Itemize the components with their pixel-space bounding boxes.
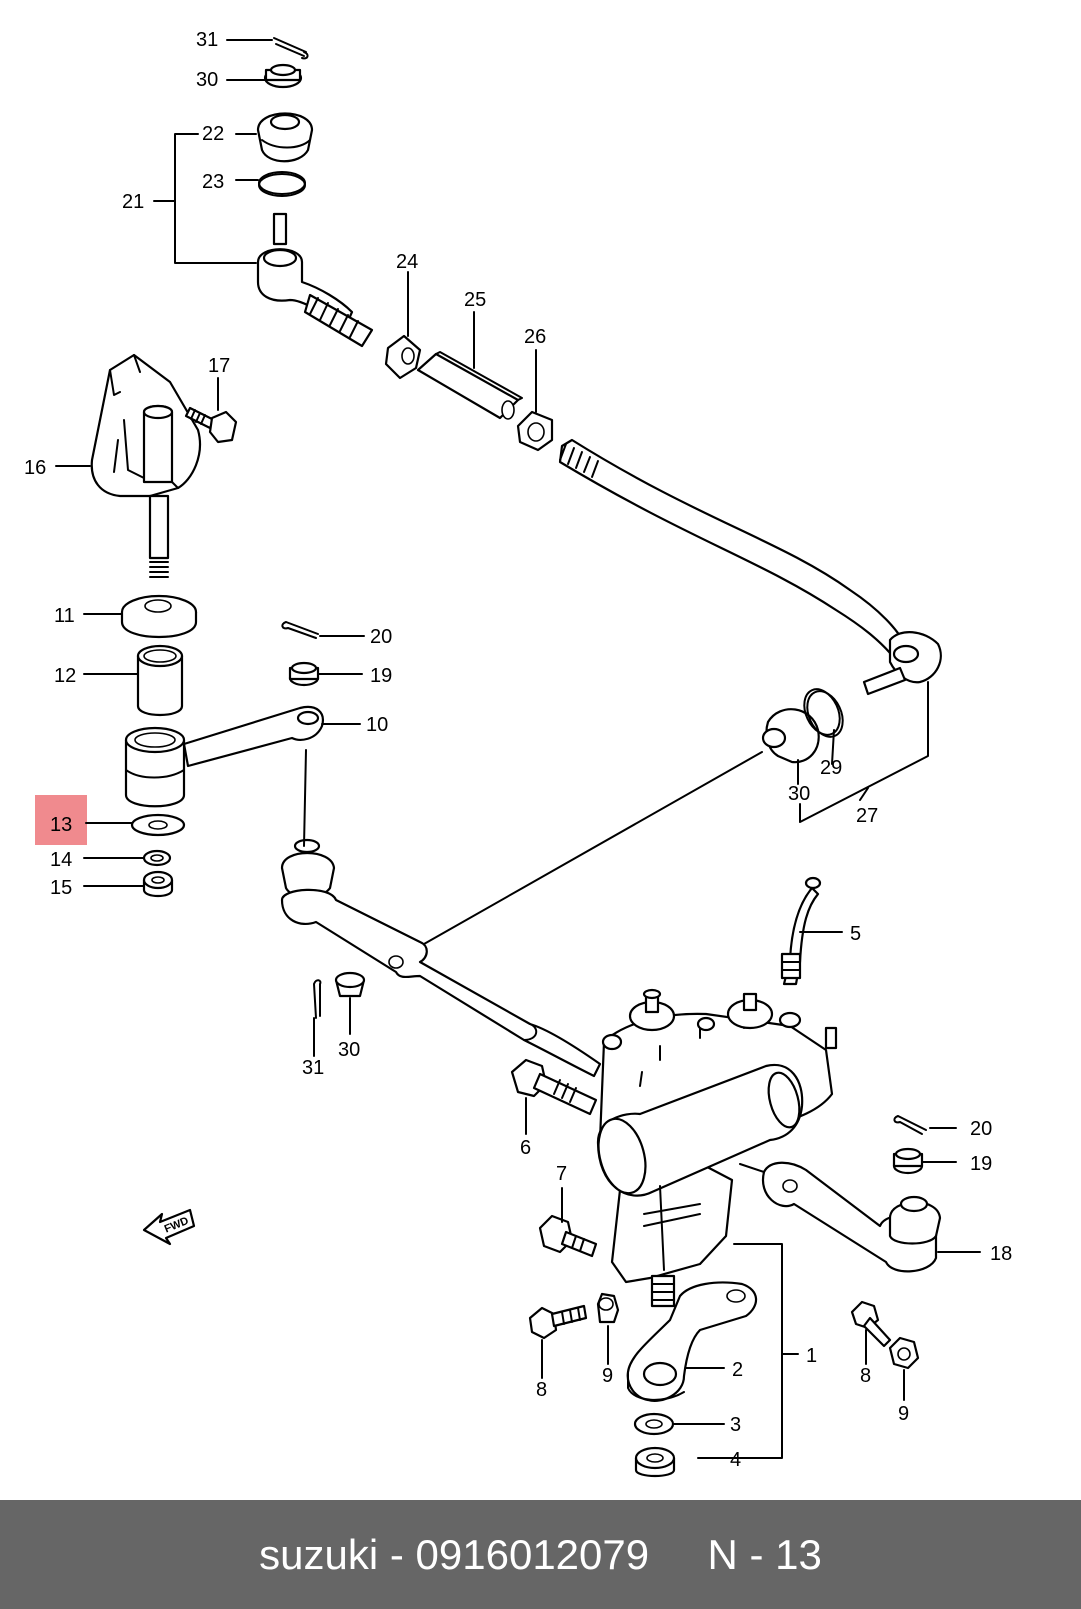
label-30-top: 30: [196, 69, 218, 91]
label-19-upper: 19: [370, 665, 392, 687]
cotter-pin-20-lower-icon: [893, 1115, 927, 1135]
bolt-8-right-icon: [850, 1300, 892, 1348]
label-17: 17: [208, 355, 230, 377]
label-2: 2: [732, 1359, 743, 1381]
label-30-lower: 30: [338, 1039, 360, 1061]
caption-part-number: 0916012079: [415, 1530, 650, 1578]
bolt-8-center-icon: [528, 1304, 588, 1340]
highlight-box-13: [35, 795, 87, 845]
castle-nut-19-lower-icon: [892, 1147, 924, 1175]
label-18: 18: [990, 1243, 1012, 1265]
ref-line-10-center: [303, 749, 307, 847]
label-20-upper: 20: [370, 626, 392, 648]
caption-gap: [649, 1531, 707, 1579]
bolt-7-icon: [538, 1214, 598, 1258]
label-13: 13: [50, 814, 72, 836]
tie-rod-end-18-icon: [739, 1161, 942, 1273]
label-26: 26: [524, 326, 546, 348]
label-14: 14: [50, 849, 72, 871]
dust-boot-right-icon: [761, 708, 820, 764]
nut-9-right-icon: [888, 1336, 920, 1370]
bolt-6-icon: [510, 1058, 598, 1116]
retainer-ring-29-icon: [803, 688, 844, 738]
label-7: 7: [556, 1163, 567, 1185]
ref-line-30-right: [423, 751, 763, 945]
label-25: 25: [464, 289, 486, 311]
bushing-11-icon: [120, 594, 198, 638]
parts-diagram: FWD: [24, 29, 1012, 1478]
label-20-lower: 20: [970, 1118, 992, 1140]
nut-9-center-icon: [596, 1292, 620, 1324]
tie-rod-27-icon: [558, 438, 942, 696]
label-31-top: 31: [196, 29, 218, 51]
bracket-27: [799, 681, 929, 823]
label-31-lower: 31: [302, 1057, 324, 1079]
caption-separator: -: [378, 1530, 416, 1578]
label-6: 6: [520, 1137, 531, 1159]
leader-lines: [55, 39, 981, 1425]
fwd-arrow-icon: FWD: [142, 1208, 196, 1246]
label-22: 22: [202, 123, 224, 145]
label-29: 29: [820, 757, 842, 779]
label-11: 11: [54, 605, 75, 627]
label-30-right: 30: [788, 783, 810, 805]
cotter-pin-31-lower-icon: [313, 979, 322, 1019]
castle-nut-19-upper-icon: [288, 661, 320, 687]
label-16: 16: [24, 457, 46, 479]
label-9-center: 9: [602, 1365, 613, 1387]
label-1: 1: [806, 1345, 817, 1367]
dust-boot-top-icon: [256, 112, 314, 163]
caption-bar: suzuki - 0916012079 N - 13: [0, 1500, 1081, 1609]
nut-4-icon: [634, 1446, 676, 1478]
idler-arm-10-icon: [124, 705, 324, 808]
washer-3-icon: [633, 1412, 675, 1436]
label-9-right: 9: [898, 1403, 909, 1425]
steering-gear-box-icon: [596, 988, 838, 1308]
label-8-right: 8: [860, 1365, 871, 1387]
cotter-pin-top-icon: [273, 37, 309, 60]
pressure-hose-5-icon: [780, 876, 822, 986]
lock-nut-26-icon: [516, 410, 554, 452]
caption-brand: suzuki: [259, 1530, 379, 1578]
center-link-icon: [280, 838, 602, 1078]
spring-washer-14-icon: [142, 849, 172, 867]
label-19-lower: 19: [970, 1153, 992, 1175]
castle-nut-top-icon: [263, 63, 303, 89]
label-21: 21: [122, 191, 144, 213]
cotter-pin-20-upper-icon: [281, 621, 319, 639]
label-27: 27: [856, 805, 878, 827]
label-5: 5: [850, 923, 861, 945]
washer-13-icon: [130, 813, 186, 837]
label-10: 10: [366, 714, 388, 736]
label-3: 3: [730, 1414, 741, 1436]
bracket-1: [697, 1243, 799, 1459]
castle-nut-30-lower-icon: [334, 971, 366, 998]
nut-15-icon: [142, 870, 174, 898]
idler-bracket-16-icon: [90, 353, 202, 578]
adjuster-sleeve-25-icon: [416, 351, 523, 420]
caption-reference: N - 13: [707, 1530, 822, 1578]
label-12: 12: [54, 665, 76, 687]
label-15: 15: [50, 877, 72, 899]
part-labels: 31 30 22 23 21 24 25 26 17 16 11 20 12 1…: [24, 29, 1012, 1471]
lock-nut-24-icon: [384, 334, 422, 380]
pitman-arm-2-icon: [626, 1281, 758, 1402]
label-8-center: 8: [536, 1379, 547, 1401]
label-4: 4: [730, 1449, 741, 1471]
label-23: 23: [202, 171, 224, 193]
label-24: 24: [396, 251, 418, 273]
bushing-12-icon: [136, 644, 184, 716]
retainer-ring-top-icon: [258, 171, 306, 197]
bolt-17-icon: [184, 406, 238, 444]
tie-rod-end-outer-icon: [256, 212, 374, 348]
bracket-21: [153, 133, 257, 264]
